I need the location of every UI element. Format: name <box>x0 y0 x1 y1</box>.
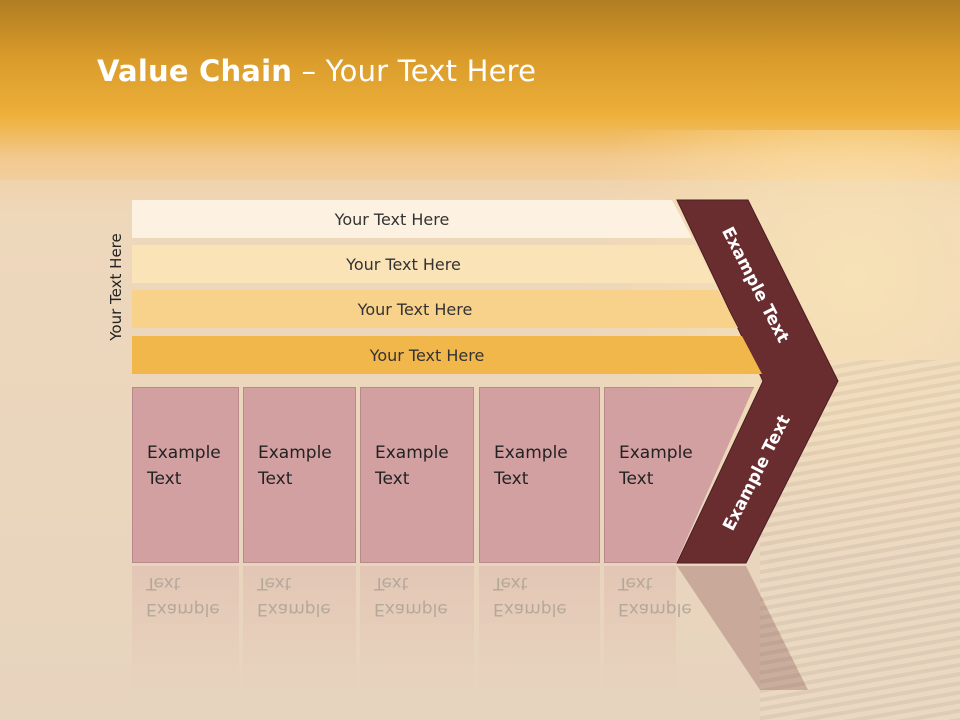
example-cell-1[interactable]: Example Text <box>132 387 239 563</box>
slide-title[interactable]: Value Chain – Your Text Here <box>97 54 536 88</box>
title-rest: – Your Text Here <box>292 54 537 88</box>
value-bar-1-label: Your Text Here <box>334 209 450 229</box>
example-cell-3-line2: Text <box>375 469 410 489</box>
example-cell-3[interactable]: Example Text <box>360 387 474 563</box>
example-cell-5-line1: Example <box>619 443 693 463</box>
example-cell-3-line1: Example <box>375 443 449 463</box>
value-bar-3-label: Your Text Here <box>357 299 473 319</box>
example-cell-2[interactable]: Example Text <box>243 387 356 563</box>
example-cell-4[interactable]: Example Text <box>479 387 600 563</box>
title-bold: Value Chain <box>97 54 293 88</box>
example-cell-1-line2: Text <box>147 469 182 489</box>
value-bar-2-label: Your Text Here <box>346 254 461 274</box>
chevron-reflection <box>677 566 808 690</box>
value-bar-2[interactable]: Your Text Here <box>132 245 715 283</box>
example-cell-2-line1: Example <box>258 443 332 463</box>
example-cell-4-line2: Text <box>494 469 529 489</box>
example-cell-5-line2: Text <box>619 469 654 489</box>
example-cell-2-line2: Text <box>258 469 293 489</box>
value-bar-4-label: Your Text Here <box>369 345 485 365</box>
example-cell-4-line1: Example <box>494 443 568 463</box>
value-bar-3[interactable]: Your Text Here <box>132 290 738 328</box>
chevron-shape <box>676 199 839 564</box>
example-cell-1-line1: Example <box>147 443 221 463</box>
value-bar-4[interactable]: Your Text Here <box>132 336 762 374</box>
value-bar-1[interactable]: Your Text Here <box>132 200 692 238</box>
